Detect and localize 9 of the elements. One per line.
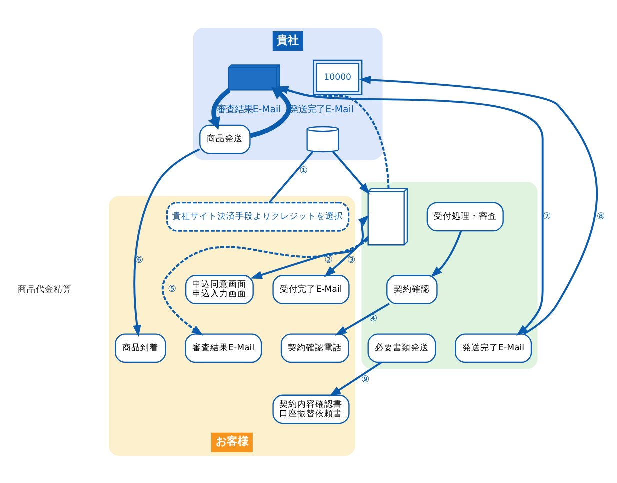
edge-label: ⑤ [168,284,177,295]
label: 商品代金精算 [18,284,72,294]
edge-label: ⑧ [596,210,606,222]
edge-label: ① [300,165,308,176]
edge-label: ② [324,254,334,266]
edge-label: 審査結果E-Mail [216,104,282,116]
edge-label: ③ [347,254,356,266]
edge-label: ④ [369,313,378,324]
edge-label: ⑨ [361,374,370,386]
